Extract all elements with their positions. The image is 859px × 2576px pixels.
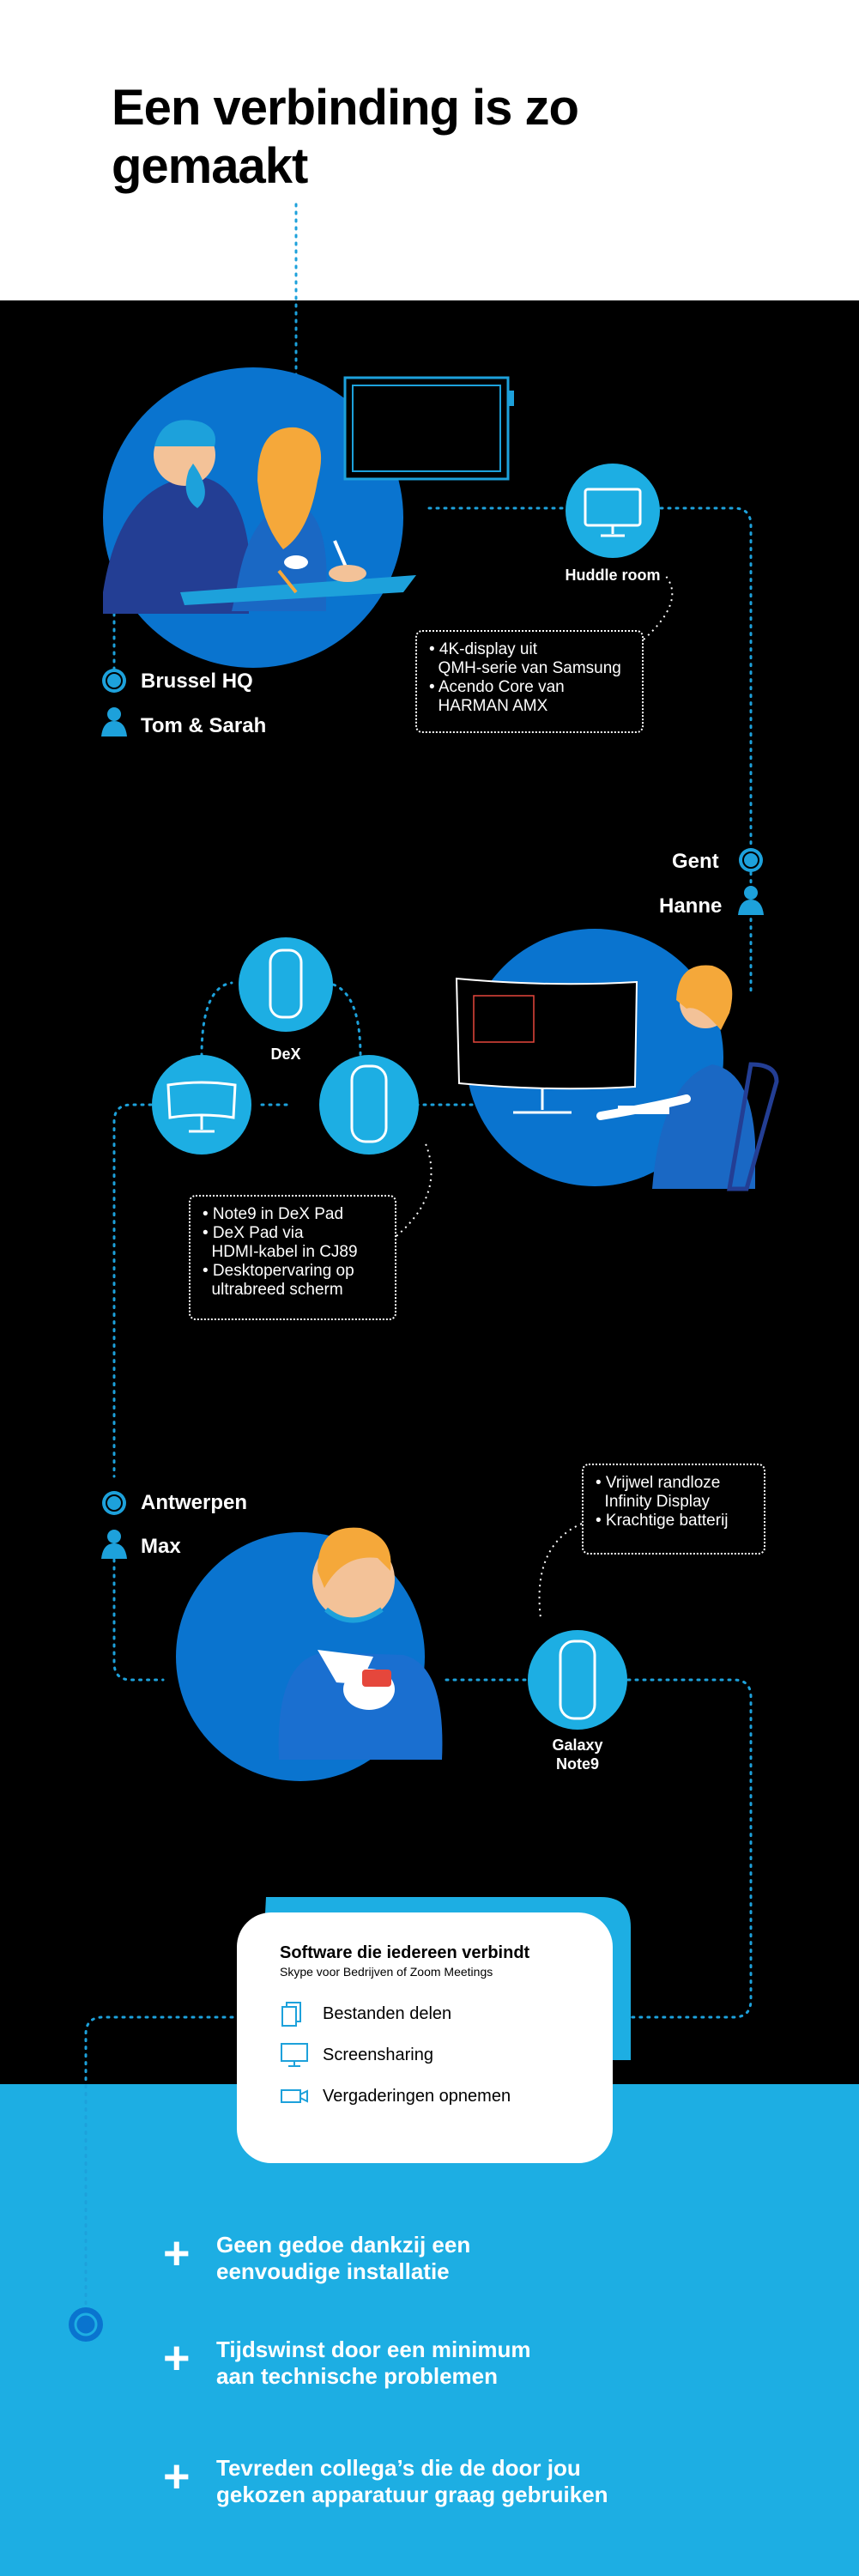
files-icon [280,2001,314,2027]
ultrawide-circle [152,1055,251,1155]
feature-label: Screensharing [323,2045,433,2064]
benefit-line: Tijdswinst door een minimum [216,2337,531,2362]
huddle-room-label: Huddle room [565,567,661,584]
huddle-room-circle [566,464,660,558]
note-line: • Desktopervaring op [203,1262,354,1280]
monitor-icon [280,2042,314,2068]
software-title: Software die iedereen verbindt [280,1943,530,1962]
dex-circle [239,937,333,1032]
note-line: HDMI-kabel in CJ89 [203,1243,358,1261]
note-line: • Vrijwel randloze [596,1474,721,1492]
brussel-note: • 4K-display uit QMH-serie van Samsung •… [415,630,644,733]
software-card: Software die iedereen verbindt Skype voo… [237,1912,613,2163]
dex-label: DeX [270,1046,301,1063]
galaxy-note9-circle [528,1630,627,1730]
brussel-person-icon [101,707,127,736]
wall-display-icon [343,376,514,481]
gent-city-label: Gent [672,850,719,873]
plus-icon: + [163,2451,191,2502]
ultrawide-monitor-icon [166,1081,237,1133]
feature-screensharing: Screensharing [280,2042,613,2068]
note-line: • Krachtige batterij [596,1512,729,1530]
benefit-line: eenvoudige installatie [216,2258,450,2284]
brussel-people-illustration [103,420,416,614]
dex-pad-icon [269,949,303,1019]
plus-icon: + [163,2227,191,2279]
note-line: Infinity Display [596,1493,711,1511]
brussel-city-label: Brussel HQ [141,670,253,693]
gent-location-pin-icon [739,848,763,872]
antwerpen-people-label: Max [141,1535,181,1558]
gent-person-icon [738,886,764,915]
note-line: HARMAN AMX [429,697,548,715]
record-icon [280,2083,314,2109]
note-line: ultrabreed scherm [203,1281,343,1299]
feature-record: Vergaderingen opnemen [280,2083,613,2109]
benefit-line: aan technische problemen [216,2363,498,2389]
end-node-icon [69,2307,103,2342]
antwerpen-person-icon [101,1530,127,1559]
brussel-location-pin-icon [102,669,126,693]
feature-label: Bestanden delen [323,2003,452,2023]
antwerpen-location-pin-icon [102,1491,126,1515]
curved-monitor-illustration [455,977,638,1114]
gent-people-label: Hanne [659,894,723,918]
plus-icon: + [163,2332,191,2384]
galaxy-note9-label: Galaxy Note9 [552,1737,603,1773]
brussel-people-label: Tom & Sarah [141,714,267,737]
feature-files: Bestanden delen [280,2001,613,2027]
benefit-line: gekozen apparatuur graag gebruiken [216,2482,608,2507]
software-subtitle: Skype voor Bedrijven of Zoom Meetings [280,1965,493,1979]
gent-note: • Note9 in DeX Pad • DeX Pad via HDMI-ka… [189,1195,396,1320]
note-line: QMH-serie van Samsung [429,659,621,677]
galaxy-phone-icon [559,1640,596,1720]
benefit-line: Geen gedoe dankzij een [216,2232,471,2258]
antwerpen-note: • Vrijwel randloze Infinity Display • Kr… [582,1464,765,1555]
note-line: • Note9 in DeX Pad [203,1205,344,1223]
antwerpen-city-label: Antwerpen [141,1491,248,1514]
huddle-monitor-icon [584,488,642,537]
feature-label: Vergaderingen opnemen [323,2086,511,2106]
note-line: • Acendo Core van [429,678,565,696]
phone-icon [350,1064,388,1143]
note9-dex-circle [319,1055,419,1155]
benefit-line: Tevreden collega’s die de door jou [216,2455,581,2481]
gent-person-illustration [596,965,779,1191]
note-line: • 4K-display uit [429,640,537,658]
header-background [0,0,859,300]
footer-background [0,2084,859,2576]
page-title: Een verbinding is zo gemaakt [112,80,579,194]
note-line: • DeX Pad via [203,1224,304,1242]
max-illustration [278,1527,443,1760]
